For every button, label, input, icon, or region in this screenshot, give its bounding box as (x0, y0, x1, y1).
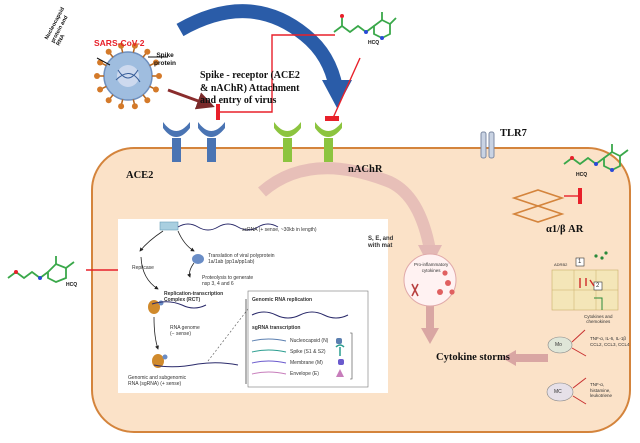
spike-protein-label: Spike protein (154, 52, 177, 67)
hcq-label-left: HCQ (66, 282, 78, 288)
ace2-receptor-2 (198, 122, 225, 162)
cytokine-storms-label: Cytokine storms (436, 352, 510, 363)
genomic-replication-label: Genomic RNA replication (252, 297, 313, 303)
ar-panel: ADRB2 1 2 Cytokines and chemokines (550, 250, 626, 330)
translation-label: Translation of viral polyprotein 1a/1ab … (208, 253, 275, 265)
nachr-receptor-1 (274, 122, 301, 162)
hcq-structure-icon (333, 12, 397, 40)
hcq-molecule-left: HCQ (4, 252, 84, 292)
cytokines-chemokines-label: Cytokines and chemokines (584, 314, 613, 324)
spike-head (97, 59, 104, 66)
virus-particle (103, 51, 153, 101)
protein-envelope: Envelope (E) (290, 371, 319, 377)
ace2-label: ACE2 (126, 170, 154, 181)
nachr-label: nAChR (348, 164, 383, 175)
mc-cell (546, 382, 574, 402)
protein-nucleocapsid: Nucleocapsid (N) (290, 338, 329, 344)
entry-arrowhead (322, 80, 352, 108)
replicase-label: Replicase (132, 265, 154, 271)
mc-label: MC (554, 389, 562, 395)
hcq-structure-icon (7, 256, 75, 283)
spike-head (97, 86, 104, 93)
spike-head (152, 59, 159, 66)
entry-arrow (176, 4, 343, 90)
ar-box-2: 2 (596, 283, 600, 289)
ar-panel-graphics (551, 251, 619, 311)
adrb2-label: ADRB2 (554, 262, 568, 267)
rtc-label: Replication-transcription Complex (RCT) (164, 291, 224, 303)
protein-spike: Spike (S1 & S2) (290, 349, 326, 355)
hcq-molecule-right: HCQ (560, 138, 636, 182)
replication-inset: ssRNA (+ sense, ~30kb in length) Transla… (118, 219, 388, 393)
spike-head (156, 73, 162, 79)
spike-head (144, 97, 151, 104)
spike-head (144, 48, 151, 55)
spike-head (118, 103, 125, 110)
replication-graphics (139, 221, 369, 388)
subgenomic-label: Genomic and subgenomic RNA (sgRNA) (+ se… (128, 375, 187, 387)
tlr7-label: TLR7 (500, 128, 527, 139)
mc-output-label: TNF-α, histamine, leukotriene (590, 382, 613, 398)
tlr7-receptor (480, 131, 495, 159)
virus-spikes (94, 42, 162, 110)
hcq-label-right: HCQ (576, 172, 588, 178)
pro-inflammatory-label: Pro-inflammatory cytokines (414, 262, 449, 273)
spike-head (105, 48, 112, 55)
spike-head (131, 103, 138, 110)
spike-head (118, 42, 125, 49)
ssrna-label: ssRNA (+ sense, ~30kb in length) (242, 227, 317, 233)
ar-receptor (511, 189, 565, 223)
nachr-receptor-2 (315, 122, 342, 162)
proteolysis-label: Proteolysis to generate nsp 3, 4 and 6 (202, 275, 254, 287)
sem-cut-label: S, E, and with mat (368, 236, 394, 249)
ace2-receptor-1 (163, 122, 190, 162)
hcq-label-top: HCQ (368, 40, 380, 46)
nucleocapsid-pointer (96, 57, 111, 66)
alpha-beta-ar-label: α1/β AR (546, 224, 584, 235)
mo-cell (547, 336, 573, 354)
internalization-arrow (258, 162, 436, 252)
pro-inflammatory-cytokines (403, 253, 457, 307)
spike-head (131, 42, 138, 49)
mo-output-label: TNF-α, IL-6, IL-1β CCL2, CCL3, CCL4 (590, 336, 630, 347)
sgrna-transcription-label: sgRNA transcription (252, 325, 301, 331)
hcq-structure-icon (563, 144, 629, 172)
ar-box-1: 1 (578, 259, 582, 265)
spike-head (105, 97, 112, 104)
hcq-inhibition-lines (86, 34, 580, 271)
spike-head (94, 73, 100, 79)
spike-head (152, 86, 159, 93)
virus-to-receptor-arrow (167, 88, 215, 110)
attachment-label: Spike - receptor (ACE2 & nAChR) Attachme… (200, 70, 300, 106)
rna-genome-label: RNA genome (− sense) (170, 325, 200, 337)
mo-label: Mo (555, 342, 562, 348)
protein-membrane: Membrane (M) (290, 360, 323, 366)
virus-name-label: SARS-CoV-2 (94, 38, 145, 48)
hcq-molecule-top: HCQ (330, 4, 402, 52)
